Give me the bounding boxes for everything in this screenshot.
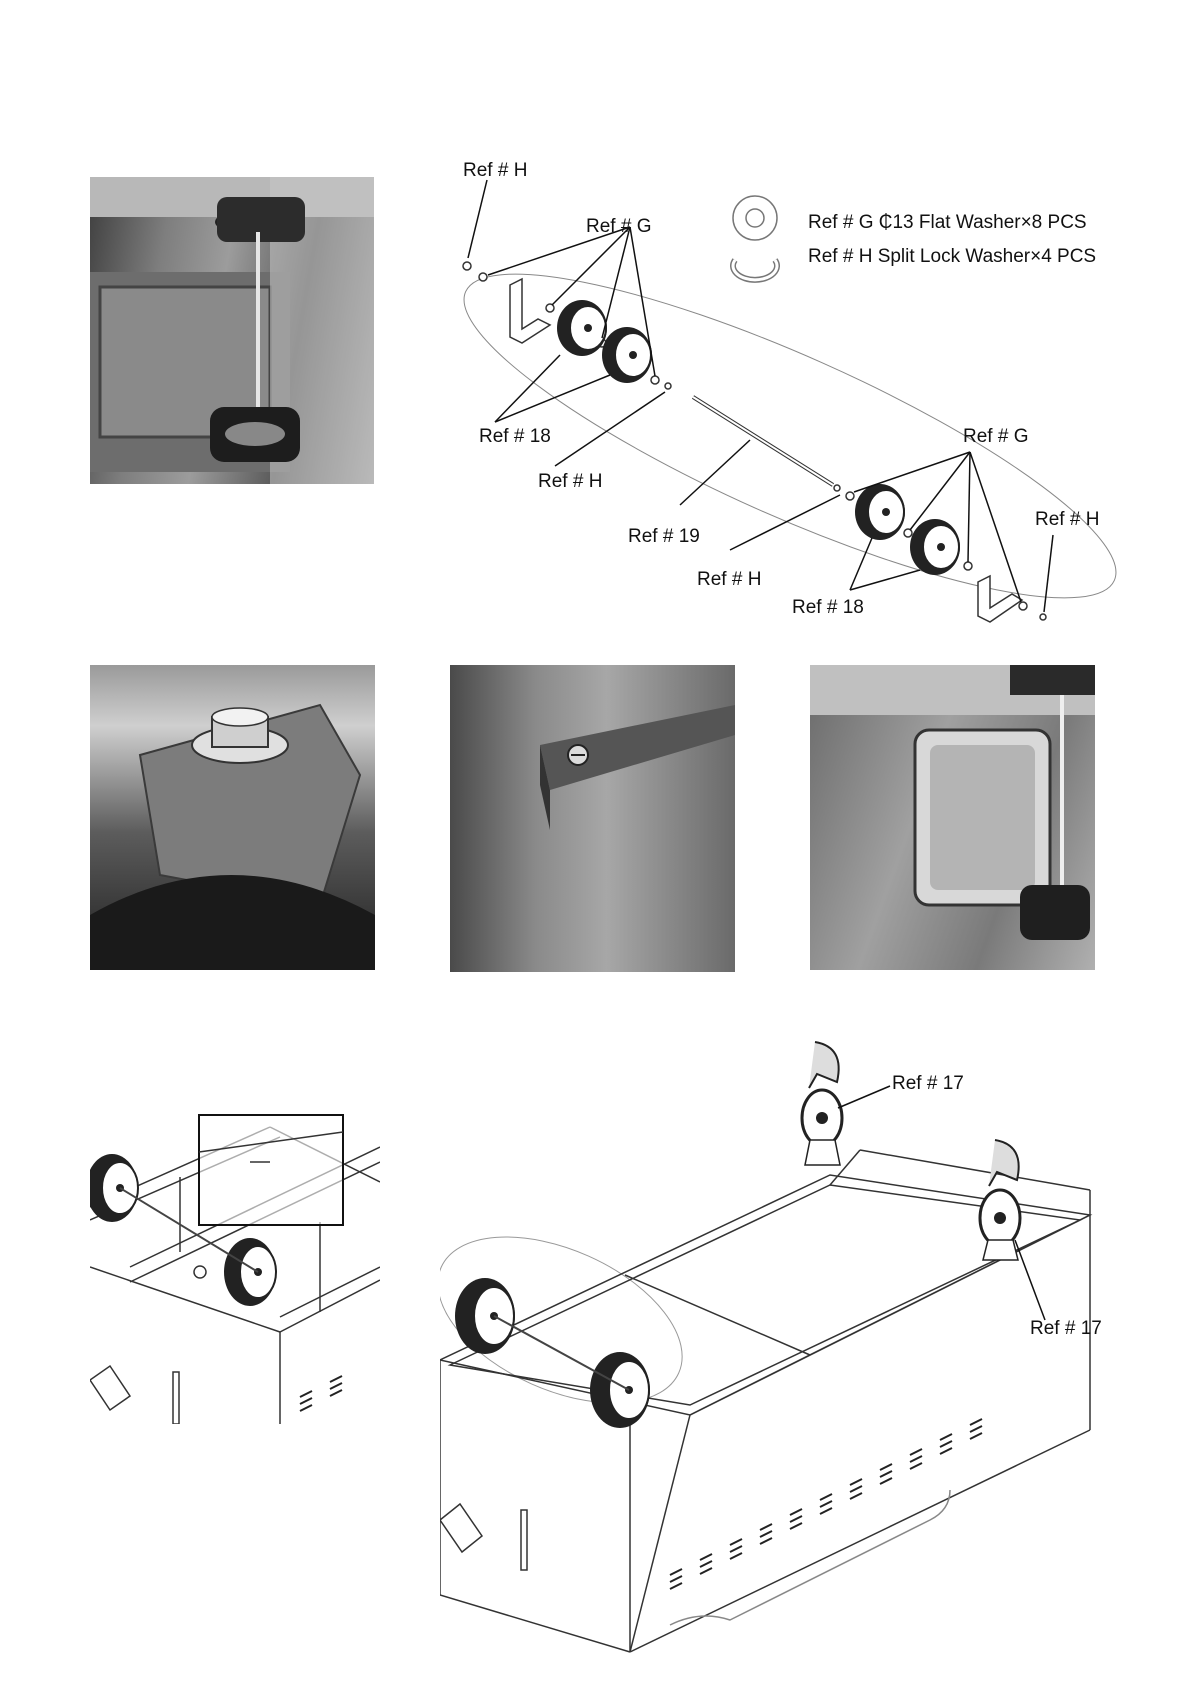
detail-wheel-right bbox=[224, 1238, 276, 1306]
flat-washer-icon bbox=[733, 196, 777, 240]
label-ref-h-right: Ref # H bbox=[1035, 509, 1099, 531]
rotate-arrow-icon-right bbox=[989, 1140, 1019, 1186]
leader-lines bbox=[468, 180, 1053, 612]
wheel-left-1 bbox=[557, 300, 607, 356]
rotate-arrow-icon-top bbox=[809, 1042, 839, 1088]
photo-washer-drawing bbox=[90, 665, 375, 970]
label-ref-h-mid-right: Ref # H bbox=[697, 569, 761, 591]
caster-right bbox=[980, 1190, 1020, 1260]
wheel-right-1 bbox=[855, 484, 905, 540]
label-ref-18-right: Ref # 18 bbox=[792, 597, 864, 619]
wheel-right-2 bbox=[910, 519, 960, 575]
bracket-right bbox=[978, 576, 1022, 622]
photo-axle-wheel-drawing bbox=[90, 177, 374, 484]
bracket-left bbox=[510, 279, 550, 343]
label-ref-h-mid-left: Ref # H bbox=[538, 471, 602, 493]
zoom-box bbox=[199, 1115, 343, 1225]
photo-bracket-drawing bbox=[450, 665, 735, 972]
cart-wheel-front-right bbox=[590, 1352, 650, 1428]
label-ref-g-right: Ref # G bbox=[963, 426, 1028, 448]
caster-top bbox=[802, 1090, 842, 1165]
label-ref-19: Ref # 19 bbox=[628, 526, 700, 548]
split-lock-washer-icon bbox=[733, 260, 777, 280]
label-ref-18-left: Ref # 18 bbox=[479, 426, 551, 448]
photo-wheel-side-drawing bbox=[810, 665, 1095, 970]
photo-wheel-installed-side bbox=[810, 665, 1095, 970]
cart-wheel-front-left bbox=[455, 1278, 515, 1354]
label-ref-17-right: Ref # 17 bbox=[1030, 1318, 1102, 1340]
legend-flat-washer: Ref # G ₵13 Flat Washer×8 PCS bbox=[808, 212, 1087, 234]
label-ref-17-top: Ref # 17 bbox=[892, 1073, 964, 1095]
cart-assembly-view bbox=[440, 1040, 1160, 1670]
detail-vents bbox=[300, 1376, 342, 1411]
label-ref-h-top-left: Ref # H bbox=[463, 160, 527, 182]
cart-detail-view bbox=[90, 1112, 380, 1424]
photo-bracket-closeup bbox=[450, 665, 735, 972]
detail-wheel-left bbox=[90, 1154, 138, 1222]
legend-split-lock-washer: Ref # H Split Lock Washer×4 PCS bbox=[808, 246, 1096, 268]
photo-axle-wheel-installed bbox=[90, 177, 374, 484]
photo-washer-closeup bbox=[90, 665, 375, 970]
label-ref-g-top: Ref # G bbox=[586, 216, 651, 238]
